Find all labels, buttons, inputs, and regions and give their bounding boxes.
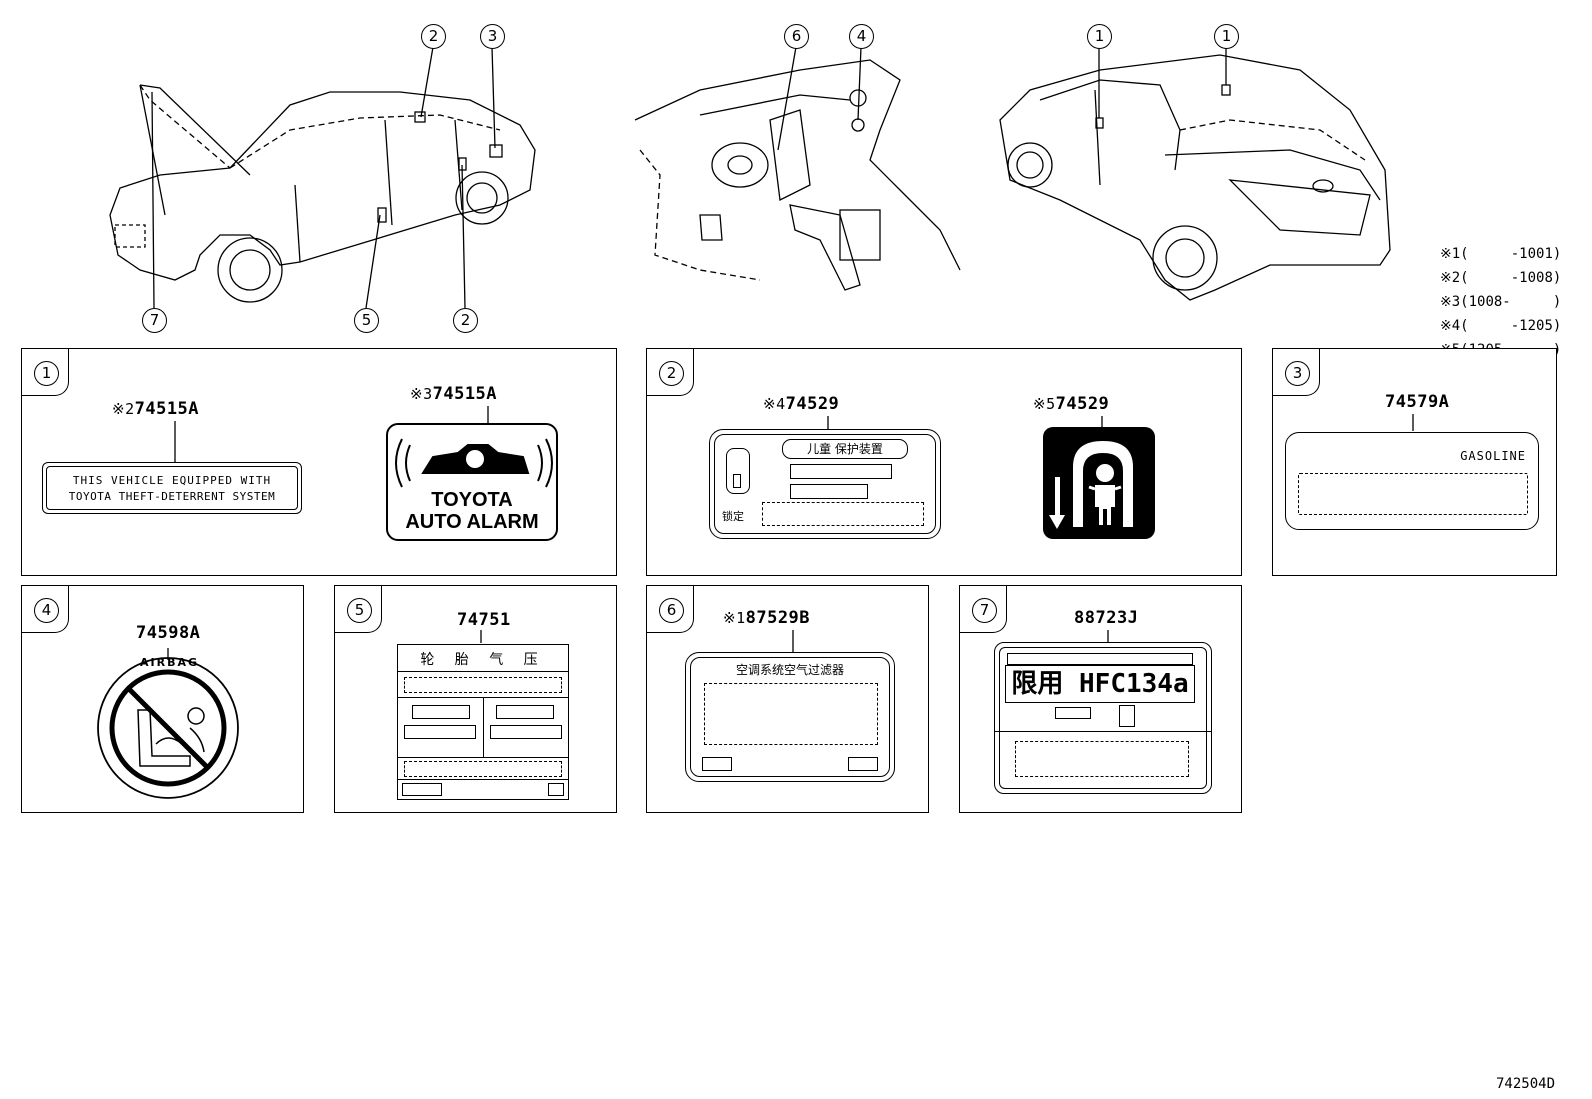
panel-number: 1 [34, 361, 59, 386]
callout-1: 1 [1214, 24, 1239, 49]
auto-alarm-label: TOYOTA AUTO ALARM [386, 423, 558, 541]
legend-note-4: ※4( -1205) [1440, 318, 1562, 334]
callout-4: 4 [849, 24, 874, 49]
panel-6: 6 ※187529B 空调系统空气过滤器 [646, 585, 929, 813]
panel-number: 6 [659, 598, 684, 623]
panel-number: 5 [347, 598, 372, 623]
sedan-front-view-illustration [109, 46, 1391, 309]
part-number-74515A-alarm: ※374515A [410, 384, 498, 404]
callout-3: 3 [480, 24, 505, 49]
theft-deterrent-label: THIS VEHICLE EQUIPPED WITH TOYOTA THEFT-… [42, 462, 302, 514]
airbag-ring-text: AIRBAG [140, 656, 200, 669]
panel-7: 7 88723J 限用 HFC134a [959, 585, 1242, 813]
part-number-74529-child-lock-text: ※474529 [763, 394, 840, 414]
panel-1: 1 ※274515A THIS VEHICLE EQUIPPED WITH TO… [21, 348, 617, 576]
legend-note-1: ※1( -1001) [1440, 246, 1562, 262]
panel-3: 3 74579A GASOLINE [1272, 348, 1557, 576]
child-lock-pictogram [1043, 427, 1155, 539]
legend-note-2: ※2( -1008) [1440, 270, 1562, 286]
gasoline-label: GASOLINE [1285, 432, 1539, 530]
callout-6: 6 [784, 24, 809, 49]
callout-2: 2 [453, 308, 478, 333]
panel-2: 2 ※474529 儿童 保护装置 锁定 ※574529 [646, 348, 1242, 576]
part-number-74598A: 74598A [136, 623, 201, 643]
airbag-warning-label [97, 648, 239, 799]
legend-note-3: ※3(1008- ) [1440, 294, 1562, 310]
air-filter-label: 空调系统空气过滤器 [685, 652, 895, 782]
panel-4: 4 74598A AIRBAG [21, 585, 304, 813]
serial-range-legend: ※1( -1001) ※2( -1008) ※3(1008- ) ※4( -1205)… [1440, 218, 1561, 362]
figure-id: 742504D [1496, 1076, 1556, 1092]
part-number-88723J: 88723J [1074, 608, 1139, 628]
part-number-74515A-text: ※274515A [112, 399, 200, 419]
car-alarm-icon [395, 438, 553, 488]
callout-7: 7 [142, 308, 167, 333]
part-number-87529B: ※187529B [723, 608, 811, 628]
callout-1: 1 [1087, 24, 1112, 49]
part-number-74751: 74751 [457, 610, 511, 630]
panel-5: 5 74751 轮 胎 气 压 [334, 585, 617, 813]
part-number-74579A: 74579A [1385, 392, 1450, 412]
tire-pressure-label: 轮 胎 气 压 [397, 644, 569, 800]
part-number-74529-child-lock-pictogram: ※574529 [1033, 394, 1110, 414]
panel-number: 3 [1285, 361, 1310, 386]
callout-5: 5 [354, 308, 379, 333]
refrigerant-label: 限用 HFC134a [994, 642, 1212, 794]
panel-number: 4 [34, 598, 59, 623]
panel-number: 2 [659, 361, 684, 386]
panel-number: 7 [972, 598, 997, 623]
child-lock-label: 儿童 保护装置 锁定 [709, 429, 941, 539]
child-figure-icon [1049, 441, 1133, 529]
callout-2: 2 [421, 24, 446, 49]
